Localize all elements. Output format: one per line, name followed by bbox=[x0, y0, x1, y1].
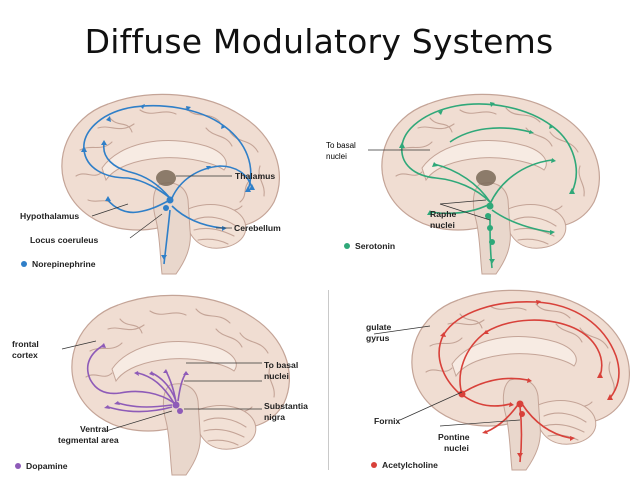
ventral-tegmental-area-label-line2: tegmental area bbox=[58, 435, 119, 445]
to-basal-nuclei-label-line2: nuclei bbox=[326, 152, 347, 161]
panel-divider-vertical bbox=[328, 290, 329, 470]
pontine-nuclei-label-line2: nuclei bbox=[444, 443, 469, 453]
panel-acetylcholine: gulate gyrus Fornix Pontine nuclei Acety… bbox=[330, 280, 631, 477]
label-leaders bbox=[373, 325, 521, 427]
norepinephrine-legend-dot bbox=[21, 261, 27, 267]
brain-diagram-norepinephrine: Thalamus Hypothalamus Cerebellum Locus c… bbox=[20, 93, 281, 275]
brain-diagram-serotonin: To basal nuclei Raphe nuclei Serotonin bbox=[326, 93, 601, 275]
brain-outline bbox=[381, 93, 601, 275]
dopamine-legend-dot bbox=[15, 463, 21, 469]
to-basal-nuclei-label: To basal bbox=[264, 360, 298, 370]
pontine-nuclei-label: Pontine bbox=[438, 432, 470, 442]
frontal-cortex-label-line2: cortex bbox=[12, 350, 38, 360]
brain-outline bbox=[411, 289, 631, 471]
serotonin-legend-label: Serotonin bbox=[355, 241, 395, 251]
panel-dopamine: frontal cortex To basal nuclei Substanti… bbox=[10, 285, 322, 477]
brain-diagram-dopamine: frontal cortex To basal nuclei Substanti… bbox=[12, 294, 308, 476]
label-leaders bbox=[368, 149, 491, 221]
thalamus-label: Thalamus bbox=[235, 171, 275, 181]
ventral-tegmental-area-label: Ventral bbox=[80, 424, 109, 434]
dopamine-legend-label: Dopamine bbox=[26, 461, 68, 471]
acetylcholine-legend-dot bbox=[371, 462, 377, 468]
substantia-nigra-label: Substantia bbox=[264, 401, 308, 411]
to-basal-nuclei-label-line2: nuclei bbox=[264, 371, 289, 381]
raphe-nuclei-label-line2: nuclei bbox=[430, 220, 455, 230]
cingulate-gyrus-label: gulate bbox=[366, 322, 392, 332]
cingulate-gyrus-label-line2: gyrus bbox=[366, 333, 390, 343]
panel-norepinephrine: Thalamus Hypothalamus Cerebellum Locus c… bbox=[10, 80, 310, 280]
acetylcholine-legend-label: Acetylcholine bbox=[382, 460, 438, 470]
norepinephrine-legend-label: Norepinephrine bbox=[32, 259, 96, 269]
label-leaders bbox=[91, 175, 232, 239]
locus-coeruleus-label: Locus coeruleus bbox=[30, 235, 99, 245]
label-leaders bbox=[61, 340, 262, 432]
page-title: Diffuse Modulatory Systems bbox=[84, 22, 554, 61]
brain-diagram-acetylcholine: gulate gyrus Fornix Pontine nuclei Acety… bbox=[366, 289, 631, 471]
brain-outline bbox=[71, 294, 291, 476]
brain-outline bbox=[61, 93, 281, 275]
substantia-nigra-label-line2: nigra bbox=[264, 412, 285, 422]
norepinephrine-projections bbox=[81, 104, 255, 265]
to-basal-nuclei-label: To basal bbox=[326, 141, 356, 150]
hypothalamus-label: Hypothalamus bbox=[20, 211, 79, 221]
raphe-nuclei-label: Raphe bbox=[430, 209, 456, 219]
panel-serotonin: To basal nuclei Raphe nuclei Serotonin bbox=[320, 80, 630, 280]
fornix-label: Fornix bbox=[374, 416, 400, 426]
serotonin-legend-dot bbox=[344, 243, 350, 249]
cerebellum-label: Cerebellum bbox=[234, 223, 281, 233]
frontal-cortex-label: frontal bbox=[12, 339, 39, 349]
